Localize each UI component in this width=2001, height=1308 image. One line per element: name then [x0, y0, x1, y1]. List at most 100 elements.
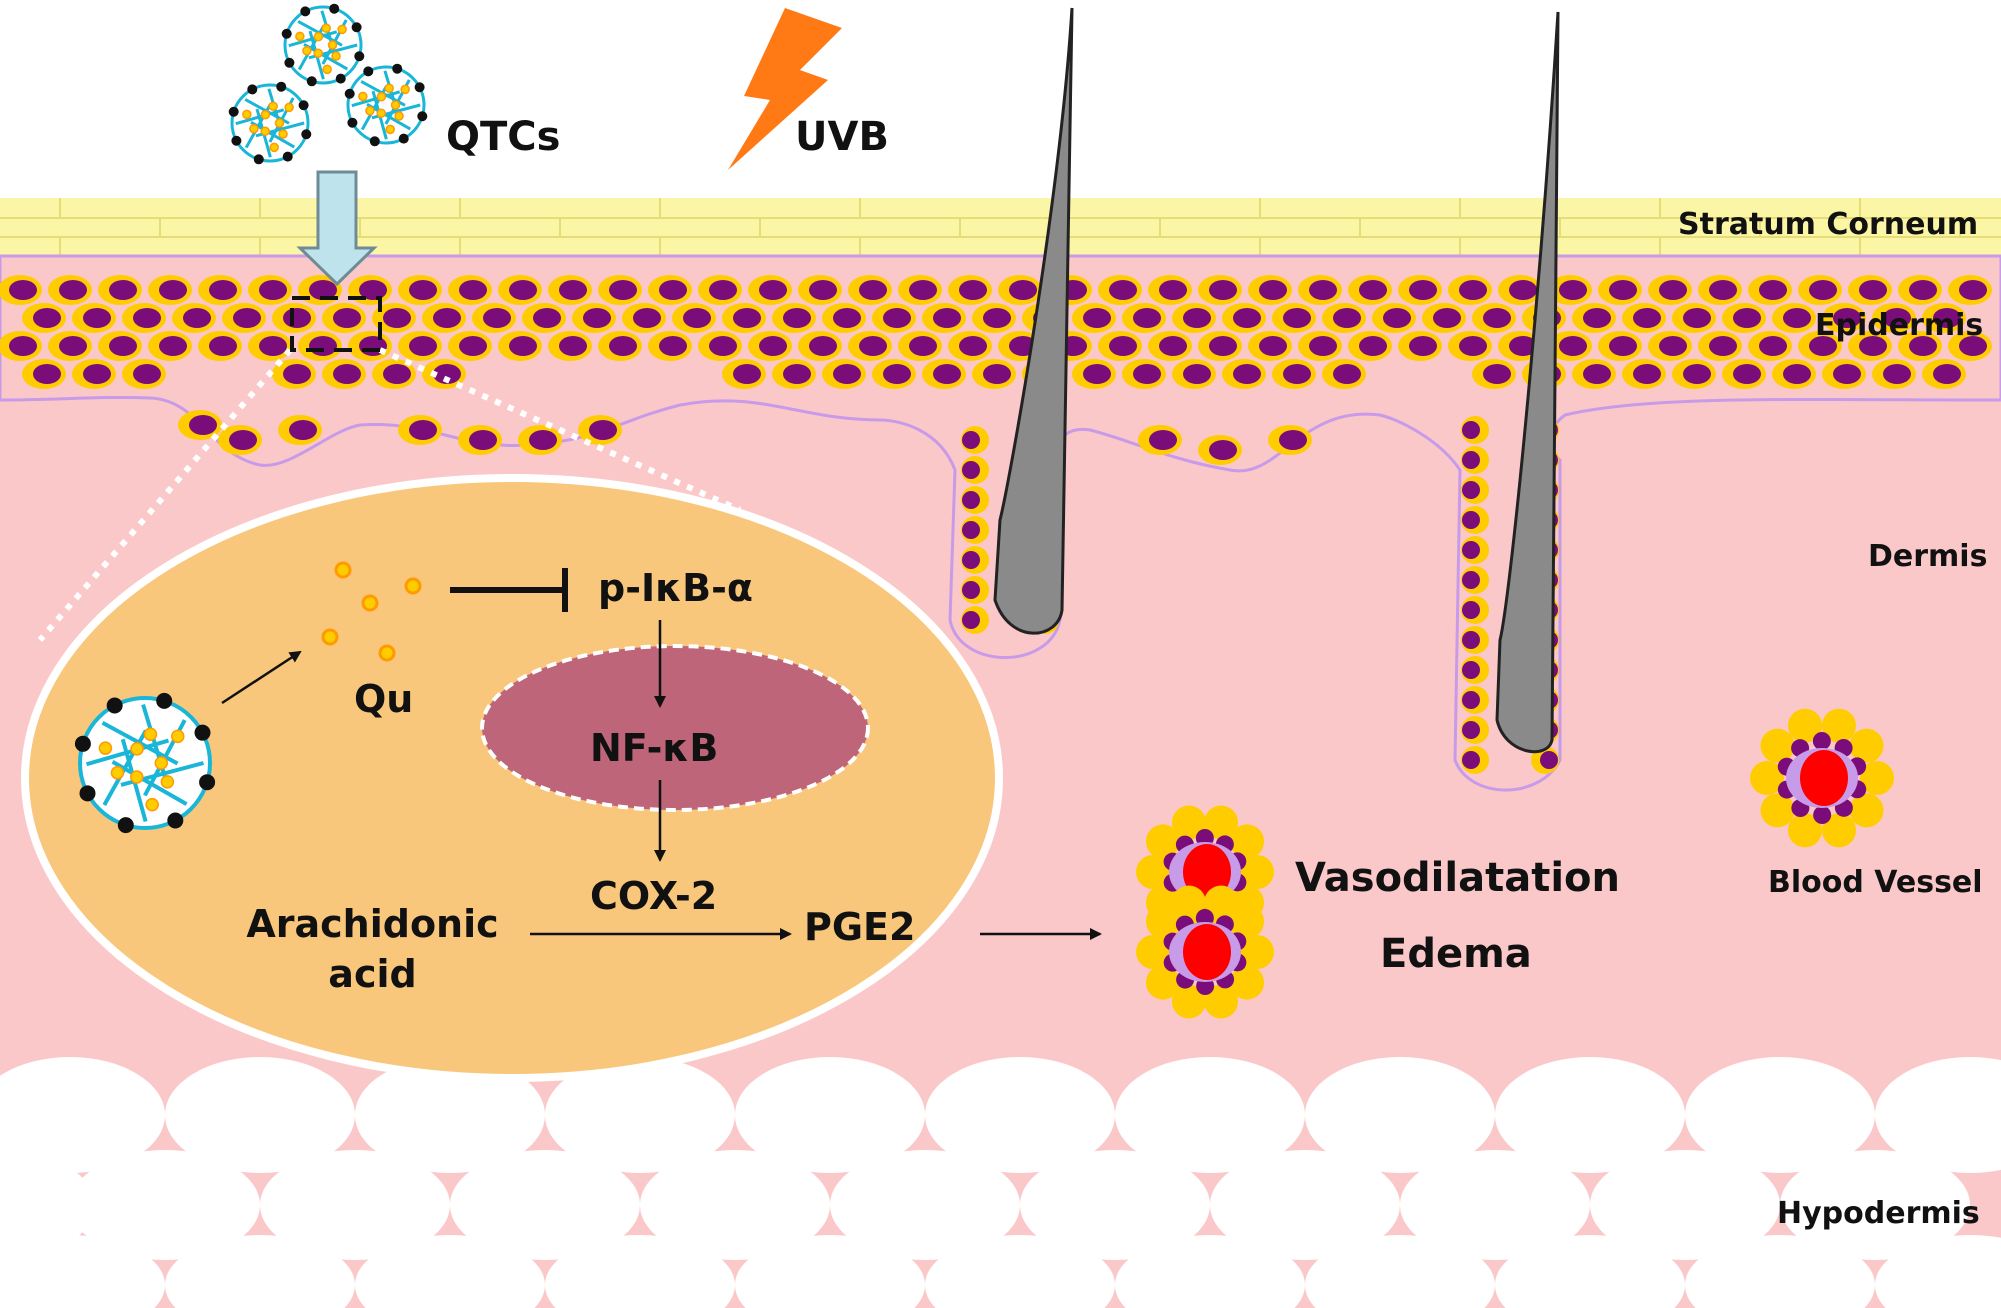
epidermis-cells	[0, 275, 1992, 774]
epidermal-nucleus	[1209, 336, 1237, 356]
epidermal-nucleus	[1933, 364, 1961, 384]
epidermal-nucleus	[589, 420, 617, 440]
epidermal-nucleus	[1133, 308, 1161, 328]
epidermal-nucleus	[333, 308, 361, 328]
fat-cell-icon	[165, 1057, 355, 1173]
epidermal-nucleus	[1859, 336, 1887, 356]
epidermal-nucleus	[1483, 308, 1511, 328]
arrow-carrier-to-qu	[221, 650, 302, 705]
fat-cell-icon	[545, 1235, 735, 1308]
epidermal-nucleus	[1279, 430, 1307, 450]
epidermal-nucleus	[983, 308, 1011, 328]
fat-cell-icon	[1875, 1235, 2001, 1308]
epidermal-nucleus	[1359, 336, 1387, 356]
follicle-nucleus	[962, 551, 980, 569]
epidermal-nucleus	[433, 364, 461, 384]
label-hypodermis: Hypodermis	[1777, 1196, 1980, 1231]
epidermal-nucleus	[659, 280, 687, 300]
label-epidermis: Epidermis	[1815, 308, 1984, 343]
epidermal-nucleus	[759, 336, 787, 356]
fat-cell-icon	[925, 1235, 1115, 1308]
fat-cell-icon	[355, 1057, 545, 1173]
follicle-nucleus	[962, 611, 980, 629]
fat-cell-icon	[1925, 1065, 2001, 1155]
epidermal-nucleus	[1433, 308, 1461, 328]
label-p-ikb-alpha: p-IκB-α	[598, 566, 753, 610]
epidermal-nucleus	[783, 364, 811, 384]
epidermal-nucleus	[1183, 308, 1211, 328]
epidermal-nucleus	[1883, 364, 1911, 384]
epidermal-nucleus	[609, 280, 637, 300]
follicle-nucleus	[1462, 631, 1480, 649]
epidermal-nucleus	[33, 364, 61, 384]
epidermal-nucleus	[1149, 430, 1177, 450]
epidermal-nucleus	[283, 364, 311, 384]
epidermal-nucleus	[409, 280, 437, 300]
epidermal-nucleus	[1583, 364, 1611, 384]
label-pge2: PGE2	[804, 905, 916, 949]
epidermal-nucleus	[1009, 280, 1037, 300]
epidermal-nucleus	[1759, 280, 1787, 300]
epidermal-nucleus	[1633, 364, 1661, 384]
epidermal-nucleus	[1409, 280, 1437, 300]
epidermal-nucleus	[359, 280, 387, 300]
fat-cell-icon	[1210, 1150, 1400, 1260]
epidermal-nucleus	[309, 336, 337, 356]
epidermal-nucleus	[1509, 280, 1537, 300]
epidermal-nucleus	[909, 280, 937, 300]
epidermal-nucleus	[1209, 280, 1237, 300]
epidermal-nucleus	[1933, 308, 1961, 328]
epidermal-nucleus	[1459, 280, 1487, 300]
epidermal-nucleus	[33, 308, 61, 328]
inhibition-bar	[450, 568, 568, 612]
epidermal-nucleus	[529, 430, 557, 450]
epidermal-nucleus	[109, 280, 137, 300]
epidermal-nucleus	[1683, 308, 1711, 328]
epidermal-nucleus	[209, 336, 237, 356]
epidermal-nucleus	[1733, 308, 1761, 328]
epidermal-nucleus	[159, 280, 187, 300]
label-edema: Edema	[1380, 931, 1532, 977]
label-arachidonic-acid: Arachidonic acid	[240, 902, 505, 996]
epidermal-nucleus	[1283, 364, 1311, 384]
epidermal-nucleus	[1883, 308, 1911, 328]
follicle-nucleus	[1540, 751, 1558, 769]
lightning-bolt-icon	[728, 8, 842, 170]
hypodermis-fat-cells	[0, 1057, 2001, 1308]
nanocarrier-group	[74, 3, 428, 834]
epidermal-nucleus	[859, 280, 887, 300]
quercetin-dots	[321, 561, 422, 662]
label-arachidonic-line1: Arachidonic	[246, 902, 499, 946]
epidermal-nucleus	[733, 364, 761, 384]
cell-zoom-oval	[21, 474, 1003, 1082]
fat-cell-icon	[260, 1150, 450, 1260]
fat-cell-icon	[830, 1150, 1020, 1260]
epidermal-nucleus	[209, 280, 237, 300]
epidermal-nucleus	[559, 280, 587, 300]
epidermal-nucleus	[1159, 336, 1187, 356]
epidermal-nucleus	[509, 336, 537, 356]
epidermal-nucleus	[883, 308, 911, 328]
epidermal-nucleus	[1383, 308, 1411, 328]
epidermal-nucleus	[483, 308, 511, 328]
follicle-nucleus	[1462, 661, 1480, 679]
epidermal-nucleus	[229, 430, 257, 450]
epidermal-nucleus	[659, 336, 687, 356]
epidermal-nucleus	[1233, 308, 1261, 328]
fat-cell-icon	[165, 1235, 355, 1308]
epidermal-nucleus	[1309, 280, 1337, 300]
epidermal-nucleus	[833, 364, 861, 384]
epidermal-nucleus	[83, 364, 111, 384]
epidermal-nucleus	[709, 336, 737, 356]
epidermal-nucleus	[133, 308, 161, 328]
epidermal-nucleus	[1309, 336, 1337, 356]
zoom-selection-box	[290, 296, 382, 352]
epidermal-nucleus	[259, 280, 287, 300]
follicle-nucleus	[962, 521, 980, 539]
epidermal-nucleus	[959, 336, 987, 356]
epidermal-nucleus	[383, 364, 411, 384]
epidermal-nucleus	[1483, 364, 1511, 384]
epidermal-nucleus	[1559, 336, 1587, 356]
fat-cell-icon	[1495, 1057, 1685, 1173]
